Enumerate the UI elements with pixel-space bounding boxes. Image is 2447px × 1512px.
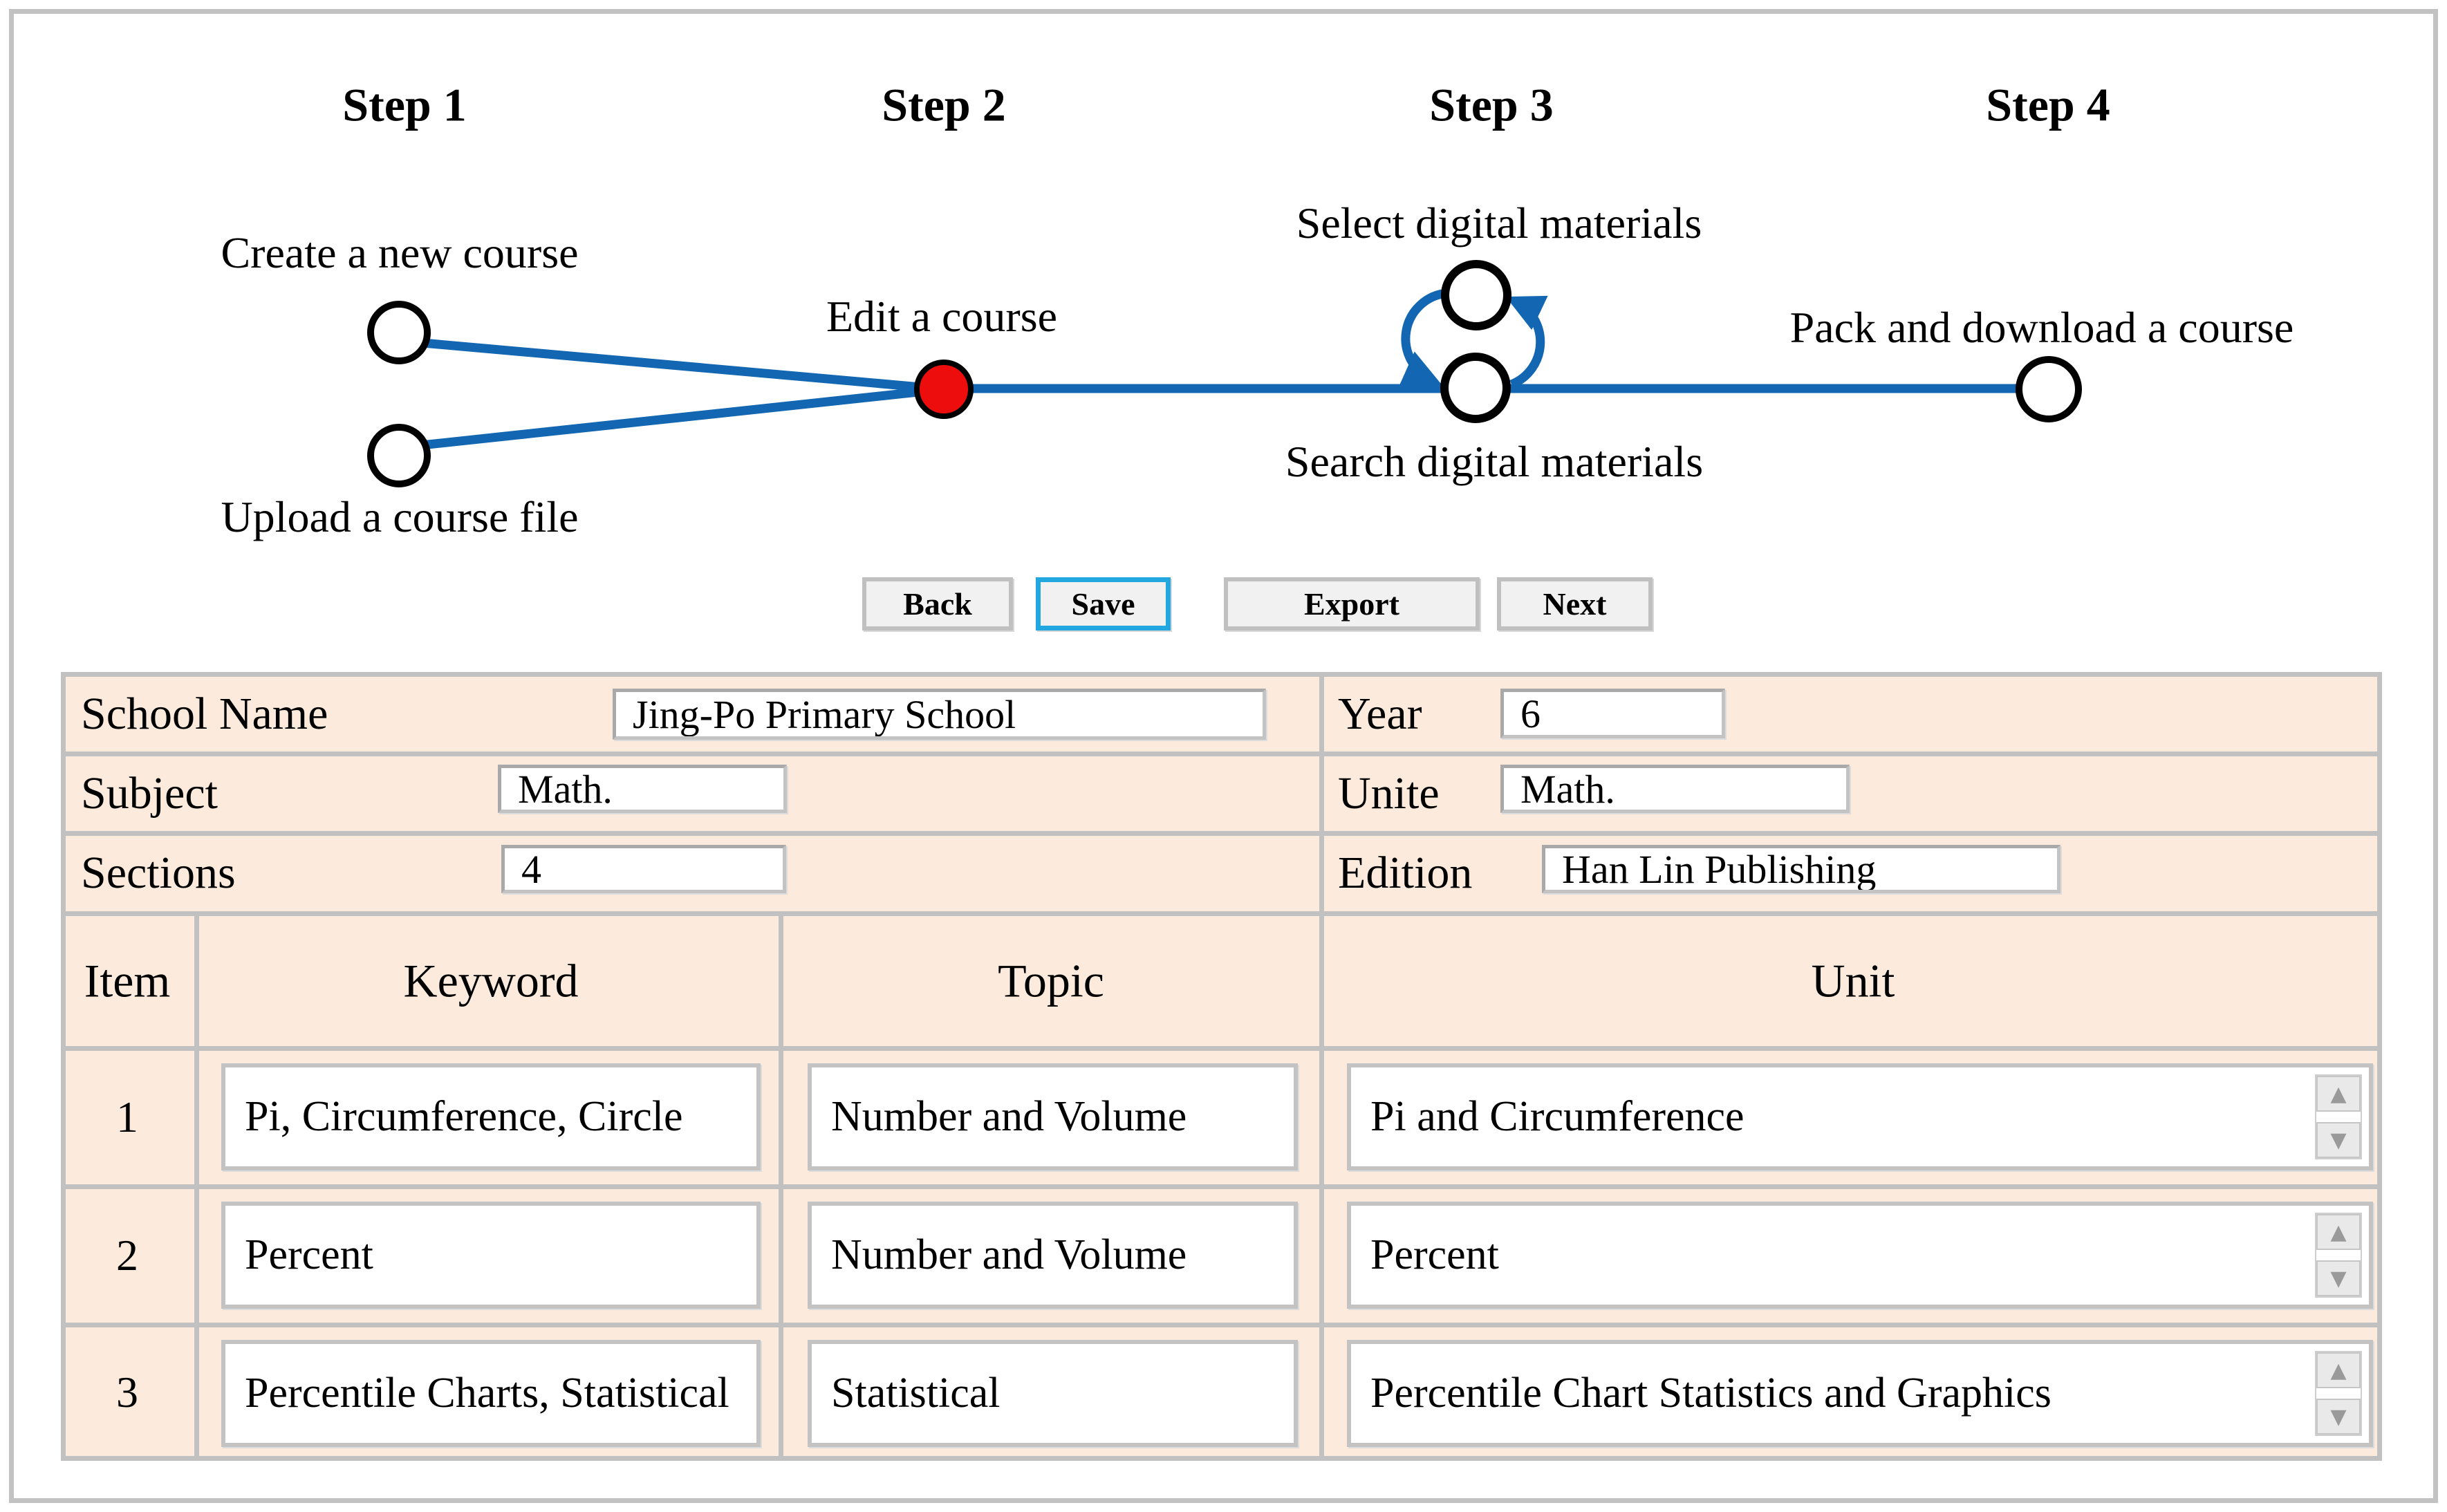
scroll-down-icon[interactable]: ▼ (2316, 1122, 2361, 1158)
divider (66, 1046, 2377, 1051)
step-2-heading: Step 2 (882, 78, 1006, 131)
school-name-input[interactable] (613, 689, 1266, 740)
topic-field[interactable]: Number and Volume (808, 1202, 1298, 1309)
keyword-column-header: Keyword (403, 954, 579, 1007)
divider (66, 1323, 2377, 1327)
step-4-heading: Step 4 (1986, 78, 2110, 131)
node-edit-label: Edit a course (826, 292, 1058, 341)
unit-field-text: Percent (1370, 1231, 1499, 1278)
node-upload-label: Upload a course file (221, 492, 579, 541)
node-search-label: Search digital materials (1285, 437, 1704, 486)
divider (1319, 677, 1324, 1456)
node-pack-label: Pack and download a course (1789, 303, 2294, 352)
subject-label: Subject (81, 768, 218, 819)
next-button[interactable]: Next (1497, 577, 1653, 631)
course-form-panel: School Name Subject Sections Year Unite … (61, 672, 2382, 1461)
node-search-circle[interactable] (1440, 353, 1511, 423)
divider (66, 831, 2377, 836)
topic-column-header: Topic (998, 954, 1104, 1007)
keyword-field[interactable]: Percentile Charts, Statistical (221, 1340, 761, 1447)
unit-field[interactable]: Percentile Chart Statistics and Graphics… (1347, 1340, 2373, 1447)
divider (66, 911, 2377, 916)
item-number: 1 (116, 1092, 138, 1141)
keyword-field[interactable]: Pi, Circumference, Circle (221, 1063, 761, 1170)
subject-input[interactable] (498, 765, 787, 813)
topic-field[interactable]: Statistical (808, 1340, 1298, 1447)
topic-field[interactable]: Number and Volume (808, 1063, 1298, 1170)
step-3-heading: Step 3 (1429, 78, 1554, 131)
unit-field-text: Pi and Circumference (1370, 1093, 1744, 1140)
scroll-down-icon[interactable]: ▼ (2316, 1399, 2361, 1435)
node-select-label: Select digital materials (1296, 198, 1702, 248)
divider (779, 911, 783, 1456)
unite-input[interactable] (1500, 765, 1850, 813)
scroll-up-icon[interactable]: ▲ (2316, 1076, 2361, 1112)
school-name-label: School Name (81, 689, 328, 739)
item-column-header: Item (84, 954, 171, 1007)
cycle-arrow-search-to-select (1505, 295, 1548, 389)
divider (66, 752, 2377, 756)
year-input[interactable] (1500, 689, 1725, 738)
edition-label: Edition (1338, 848, 1473, 898)
node-edit-circle-active[interactable] (914, 360, 974, 419)
sections-input[interactable] (501, 845, 786, 893)
export-button[interactable]: Export (1224, 577, 1480, 631)
cycle-arrow-select-to-search (1399, 288, 1448, 386)
workflow-diagram (367, 260, 2082, 487)
unite-label: Unite (1338, 768, 1440, 819)
divider (66, 1184, 2377, 1189)
unit-field[interactable]: Percent ▲ ▼ (1347, 1202, 2373, 1309)
scroll-down-icon[interactable]: ▼ (2316, 1260, 2361, 1296)
node-pack-circle[interactable] (2016, 356, 2082, 422)
unit-field-text: Percentile Chart Statistics and Graphics (1370, 1370, 2051, 1417)
node-upload-circle[interactable] (367, 424, 431, 487)
edition-input[interactable] (1542, 845, 2060, 893)
unit-scrollbar[interactable]: ▲ ▼ (2315, 1351, 2362, 1436)
item-number: 2 (116, 1231, 138, 1280)
unit-column-header: Unit (1811, 954, 1895, 1007)
save-button[interactable]: Save (1036, 577, 1171, 631)
step-1-heading: Step 1 (342, 78, 467, 131)
scroll-up-icon[interactable]: ▲ (2316, 1352, 2361, 1388)
edge-upload-to-edit (414, 384, 945, 451)
sections-label: Sections (81, 848, 236, 898)
year-label: Year (1338, 689, 1422, 739)
divider (194, 911, 199, 1456)
unit-scrollbar[interactable]: ▲ ▼ (2315, 1213, 2362, 1298)
node-create-label: Create a new course (221, 228, 579, 277)
node-select-circle[interactable] (1441, 260, 1511, 330)
window-frame (9, 9, 2438, 1503)
node-create-circle[interactable] (367, 301, 431, 364)
unit-scrollbar[interactable]: ▲ ▼ (2315, 1074, 2362, 1159)
unit-field[interactable]: Pi and Circumference ▲ ▼ (1347, 1063, 2373, 1170)
keyword-field[interactable]: Percent (221, 1202, 761, 1309)
scroll-up-icon[interactable]: ▲ (2316, 1214, 2361, 1250)
edge-create-to-edit (414, 337, 945, 394)
back-button[interactable]: Back (862, 577, 1013, 631)
item-number: 3 (116, 1368, 138, 1417)
